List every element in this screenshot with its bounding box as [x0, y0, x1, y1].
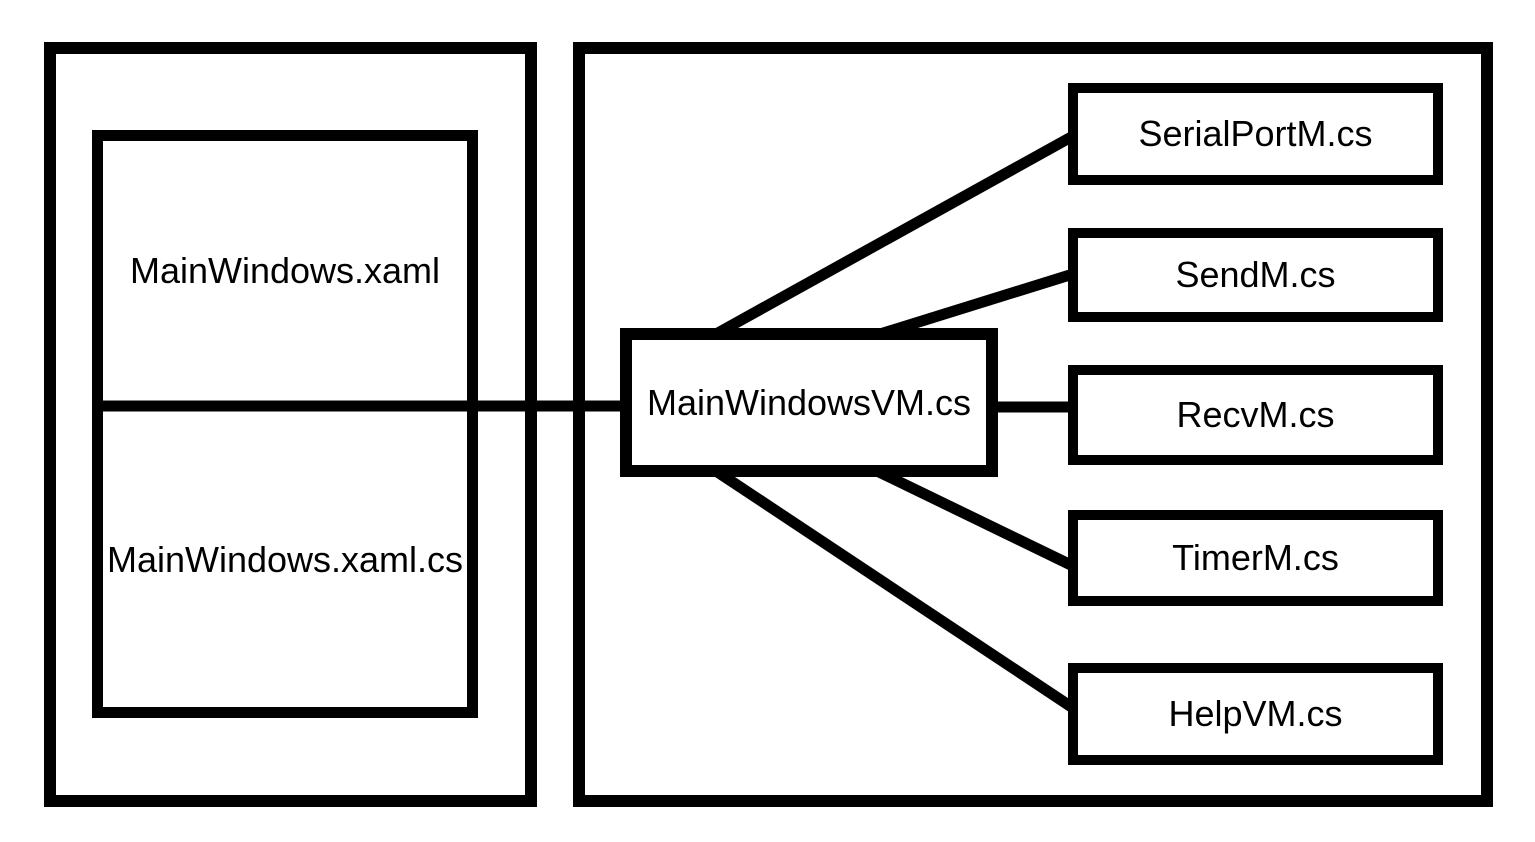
model-label-timer: TimerM.cs — [1172, 537, 1339, 579]
model-label-zone: TimerM.cs — [1078, 520, 1433, 596]
model-box-help: HelpVM.cs — [1068, 663, 1443, 765]
viewmodel-box — [620, 328, 998, 477]
view-label-zone: MainWindows.xaml — [103, 141, 467, 400]
model-label-help: HelpVM.cs — [1168, 693, 1343, 735]
view-label: MainWindows.xaml — [129, 249, 441, 291]
model-label-zone: SendM.cs — [1078, 238, 1433, 312]
model-box-timer: TimerM.cs — [1068, 510, 1443, 606]
model-box-serialport: SerialPortM.cs — [1068, 83, 1443, 185]
model-box-recv: RecvM.cs — [1068, 365, 1443, 465]
view-group-box — [44, 42, 537, 807]
view-codebehind-box — [92, 130, 478, 718]
model-box-send: SendM.cs — [1068, 228, 1443, 322]
viewmodel-label-zone: MainWindowsVM.cs — [632, 340, 986, 465]
viewmodel-label: MainWindowsVM.cs — [646, 381, 972, 423]
codebehind-label-zone: MainWindows.xaml.cs — [103, 412, 467, 707]
viewmodel-group-box — [573, 42, 1493, 807]
model-label-serialport: SerialPortM.cs — [1138, 113, 1373, 155]
model-label-send: SendM.cs — [1175, 254, 1336, 296]
model-label-zone: SerialPortM.cs — [1078, 93, 1433, 175]
codebehind-label: MainWindows.xaml.cs — [106, 538, 464, 580]
model-label-recv: RecvM.cs — [1176, 394, 1335, 436]
model-label-zone: RecvM.cs — [1078, 375, 1433, 455]
model-label-zone: HelpVM.cs — [1078, 673, 1433, 755]
